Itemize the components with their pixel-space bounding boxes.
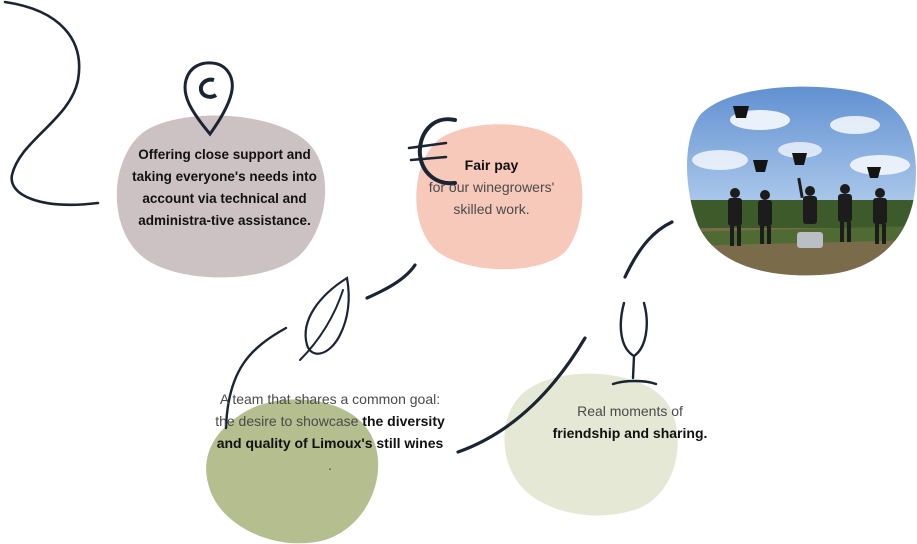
- mid-left-swoosh: [365, 263, 417, 300]
- team-text-emphasis: the diversity and quality of Limoux's st…: [216, 413, 445, 451]
- right-swoosh: [623, 220, 674, 279]
- moments-text-intro: Real moments of: [577, 403, 683, 419]
- support-text: Offering close support and taking everyo…: [122, 144, 327, 232]
- fair-pay-heading: Fair pay: [464, 157, 519, 173]
- moments-text-emphasis: friendship and sharing.: [552, 425, 708, 441]
- sage-blob: [504, 373, 678, 516]
- support-text-content: Offering close support and taking everyo…: [132, 147, 317, 228]
- top-left-swoosh: [3, 0, 100, 207]
- fair-pay-text: Fair pay for our winegrowers' skilled wo…: [424, 154, 559, 220]
- location-pin-icon: [183, 61, 234, 137]
- team-text: A team that shares a common goal: the de…: [214, 388, 446, 476]
- team-text-period: .: [328, 457, 332, 473]
- moments-text: Real moments of friendship and sharing.: [530, 400, 730, 444]
- fair-pay-body: for our winegrowers' skilled work.: [428, 179, 555, 217]
- vineyard-photo: [687, 86, 916, 276]
- leaf-icon: [299, 276, 350, 361]
- team-text-intro: A team that shares a common goal: the de…: [215, 391, 441, 429]
- wine-glass-icon: [611, 301, 658, 386]
